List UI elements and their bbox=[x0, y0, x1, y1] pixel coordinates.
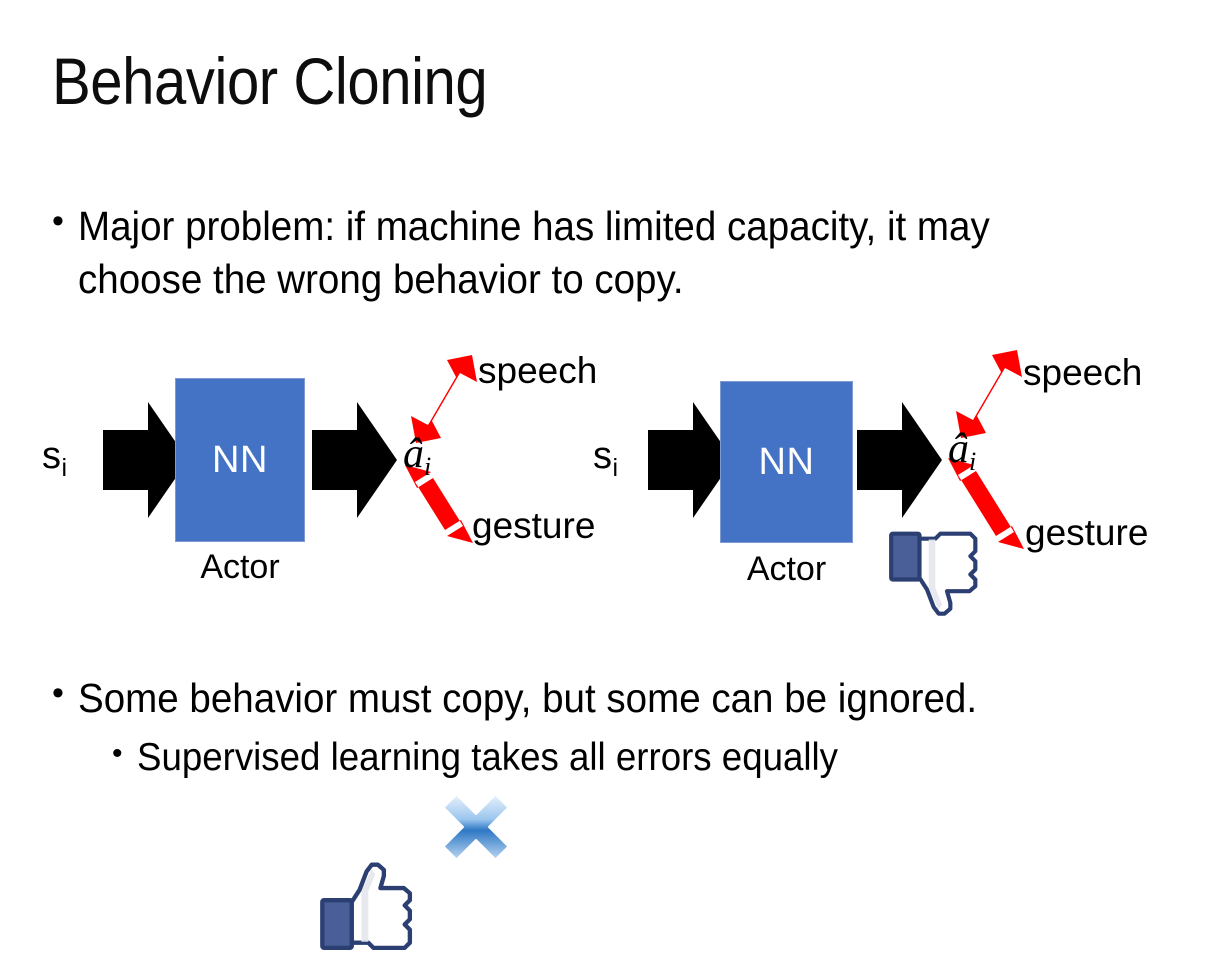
output-block-arrow-icon bbox=[312, 402, 397, 518]
branch-label-gesture-left: gesture bbox=[472, 505, 596, 546]
action-symbol: â bbox=[948, 426, 969, 472]
state-label-left: si bbox=[42, 435, 67, 483]
nn-box-label: NN bbox=[212, 438, 268, 481]
nn-box-left[interactable]: NN bbox=[175, 378, 305, 542]
diagram-left-artwork bbox=[103, 355, 477, 543]
diagram-right-bad-case: si NN Actor âi speech gesture bbox=[545, 330, 1210, 640]
gesture-branch-arrow-icon bbox=[405, 465, 473, 543]
nn-box-right[interactable]: NN bbox=[720, 381, 853, 543]
branch-label-gesture-right: gesture bbox=[1025, 512, 1149, 553]
thumbs-up-icon bbox=[320, 862, 413, 951]
speech-branch-arrow-icon bbox=[956, 350, 1022, 438]
action-label-left: âi bbox=[403, 430, 431, 482]
bullet-marker-icon: • bbox=[52, 674, 64, 712]
action-label-right: âi bbox=[948, 425, 976, 477]
thumbs-down-icon bbox=[889, 531, 978, 616]
bullet-text-bottom-1: Some behavior must copy, but some can be… bbox=[77, 675, 977, 721]
nn-box-label: NN bbox=[758, 440, 815, 483]
bullet-marker-icon: • bbox=[52, 202, 64, 240]
state-subscript: i bbox=[61, 454, 68, 482]
state-symbol: s bbox=[42, 435, 61, 477]
cross-out-x-icon-gesture-left bbox=[442, 793, 510, 861]
diagram-left-good-case: si NN Actor âi speech gesture bbox=[0, 330, 620, 951]
actor-caption-left: Actor bbox=[200, 548, 280, 586]
state-subscript: i bbox=[612, 454, 619, 482]
branch-label-speech-left: speech bbox=[478, 350, 598, 391]
action-subscript: i bbox=[969, 446, 977, 476]
gesture-branch-arrow-icon bbox=[948, 458, 1024, 549]
action-symbol: â bbox=[403, 431, 424, 477]
action-subscript: i bbox=[424, 451, 432, 481]
actor-caption-right: Actor bbox=[746, 550, 827, 588]
branch-label-speech-right: speech bbox=[1023, 352, 1143, 393]
speech-branch-arrow-icon bbox=[411, 355, 477, 443]
bullet-item-bottom-2: • Supervised learning takes all errors e… bbox=[112, 733, 1172, 784]
page-title: Behavior Cloning bbox=[52, 44, 488, 118]
bullet-text-top: Major problem: if machine has limited ca… bbox=[77, 203, 990, 303]
output-block-arrow-icon bbox=[857, 402, 942, 518]
input-block-arrow-icon bbox=[103, 402, 188, 518]
state-label-right: si bbox=[593, 435, 618, 483]
state-symbol: s bbox=[593, 435, 612, 477]
bullet-item-top: • Major problem: if machine has limited … bbox=[52, 200, 1142, 307]
bullet-marker-icon: • bbox=[112, 737, 123, 770]
diagram-right-artwork bbox=[648, 350, 1024, 549]
input-block-arrow-icon bbox=[648, 402, 733, 518]
bullet-text-bottom-2: Supervised learning takes all errors equ… bbox=[136, 736, 838, 779]
bullet-item-bottom-1: • Some behavior must copy, but some can … bbox=[52, 672, 1172, 725]
